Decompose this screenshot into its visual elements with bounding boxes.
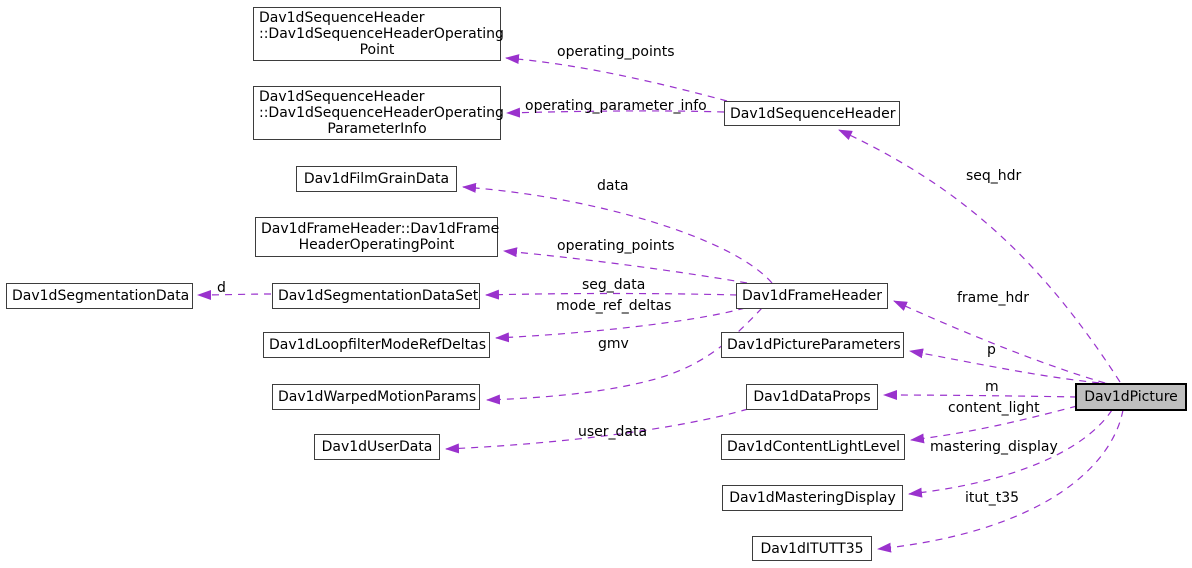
node-dav1d-film-grain-data[interactable]: Dav1dFilmGrainData	[296, 166, 457, 192]
edge-seq-hdr	[838, 129, 1121, 383]
edge-label-user-data: user_data	[578, 424, 648, 440]
edge-label-m: m	[985, 379, 999, 395]
node-label-line: Dav1dPictureParameters	[727, 337, 901, 353]
edge-label-seq-hdr: seq_hdr	[966, 168, 1022, 184]
node-label-line: Dav1dWarpedMotionParams	[278, 389, 477, 405]
edge-seg-data	[485, 289, 738, 300]
edge-frame-hdr	[893, 300, 1106, 384]
node-label-line: Dav1dSegmentationDataSet	[278, 288, 479, 304]
node-label-line: ParameterInfo	[327, 121, 427, 137]
edge-label-mode-ref-deltas: mode_ref_deltas	[556, 298, 672, 314]
edge-m	[883, 390, 1078, 401]
node-label-line: Dav1dSequenceHeader	[259, 10, 425, 26]
edge-data	[462, 182, 773, 284]
node-dav1d-data-props[interactable]: Dav1dDataProps	[746, 384, 878, 410]
edge-label-seg-data: seg_data	[582, 277, 646, 293]
node-label-line: ::Dav1dSequenceHeaderOperating	[259, 26, 504, 42]
edge-operating-points-seq	[505, 54, 728, 102]
node-dav1d-frame-header[interactable]: Dav1dFrameHeader	[736, 283, 888, 309]
edge-itut-t35	[877, 409, 1124, 553]
node-dav1d-segmentation-data[interactable]: Dav1dSegmentationData	[6, 283, 193, 309]
node-label-line: Dav1dLoopfilterModeRefDeltas	[269, 337, 487, 353]
node-label-line: Dav1dContentLightLevel	[727, 439, 901, 455]
node-label-line: Dav1dSequenceHeader	[259, 89, 425, 105]
node-dav1d-sequence-header-operating-point[interactable]: Dav1dSequenceHeader::Dav1dSequenceHeader…	[253, 7, 504, 61]
edge-label-itut-t35: itut_t35	[965, 490, 1020, 506]
node-label-line: Dav1dPicture	[1084, 389, 1178, 405]
node-dav1d-content-light-level[interactable]: Dav1dContentLightLevel	[721, 434, 905, 460]
node-label-line: Dav1dUserData	[321, 439, 433, 455]
node-label-line: Dav1dFrameHeader::Dav1dFrame	[261, 221, 500, 237]
edge-user-data	[445, 408, 749, 454]
node-dav1d-sequence-header[interactable]: Dav1dSequenceHeader	[724, 101, 900, 126]
node-dav1d-itut-t35[interactable]: Dav1dITUTT35	[752, 536, 872, 561]
node-label-line: Dav1dFrameHeader	[742, 288, 883, 304]
node-dav1d-mastering-display[interactable]: Dav1dMasteringDisplay	[722, 485, 903, 511]
node-label-line: ::Dav1dSequenceHeaderOperating	[259, 105, 504, 121]
node-dav1d-warped-motion-params[interactable]: Dav1dWarpedMotionParams	[272, 384, 480, 410]
edge-label-frame-hdr: frame_hdr	[957, 290, 1030, 306]
edge-label-p: p	[987, 342, 996, 358]
node-label-line: Dav1dMasteringDisplay	[729, 490, 896, 506]
node-dav1d-segmentation-data-set[interactable]: Dav1dSegmentationDataSet	[272, 283, 480, 309]
node-dav1d-picture-parameters[interactable]: Dav1dPictureParameters	[721, 332, 904, 358]
edge-label-content-light: content_light	[948, 400, 1040, 416]
edge-label-mastering-display: mastering_display	[930, 439, 1058, 455]
edge-operating-parameter-info	[506, 107, 725, 118]
node-dav1d-loopfilter-mode-ref-deltas[interactable]: Dav1dLoopfilterModeRefDeltas	[263, 332, 490, 358]
edge-label-operating-points-seq: operating_points	[557, 44, 675, 60]
node-dav1d-user-data[interactable]: Dav1dUserData	[314, 434, 440, 460]
node-label-line: Dav1dSequenceHeader	[730, 105, 896, 122]
edge-mastering-display	[908, 409, 1113, 498]
edge-label-gmv: gmv	[598, 336, 629, 352]
node-label-line: Dav1dFilmGrainData	[303, 171, 450, 187]
edge-label-data: data	[597, 178, 629, 194]
edge-label-operating-points-frame: operating_points	[557, 238, 675, 254]
edge-label-d: d	[217, 280, 226, 296]
node-label-line: HeaderOperatingPoint	[298, 237, 455, 253]
edge-content-light	[910, 405, 1078, 444]
node-label-line: Dav1dDataProps	[753, 389, 871, 405]
node-dav1d-picture-root: Dav1dPicture	[1075, 383, 1187, 411]
node-dav1d-sequence-header-operating-parameter-info[interactable]: Dav1dSequenceHeader::Dav1dSequenceHeader…	[253, 86, 504, 140]
edge-operating-points-frame	[503, 247, 748, 284]
node-label-line: Dav1dSegmentationData	[12, 288, 190, 304]
edge-d	[197, 289, 272, 300]
node-label-line: Point	[359, 42, 395, 58]
edge-label-operating-parameter-info: operating_parameter_info	[525, 98, 707, 114]
node-label-line: Dav1dITUTT35	[760, 540, 864, 557]
edge-p	[909, 348, 1113, 385]
